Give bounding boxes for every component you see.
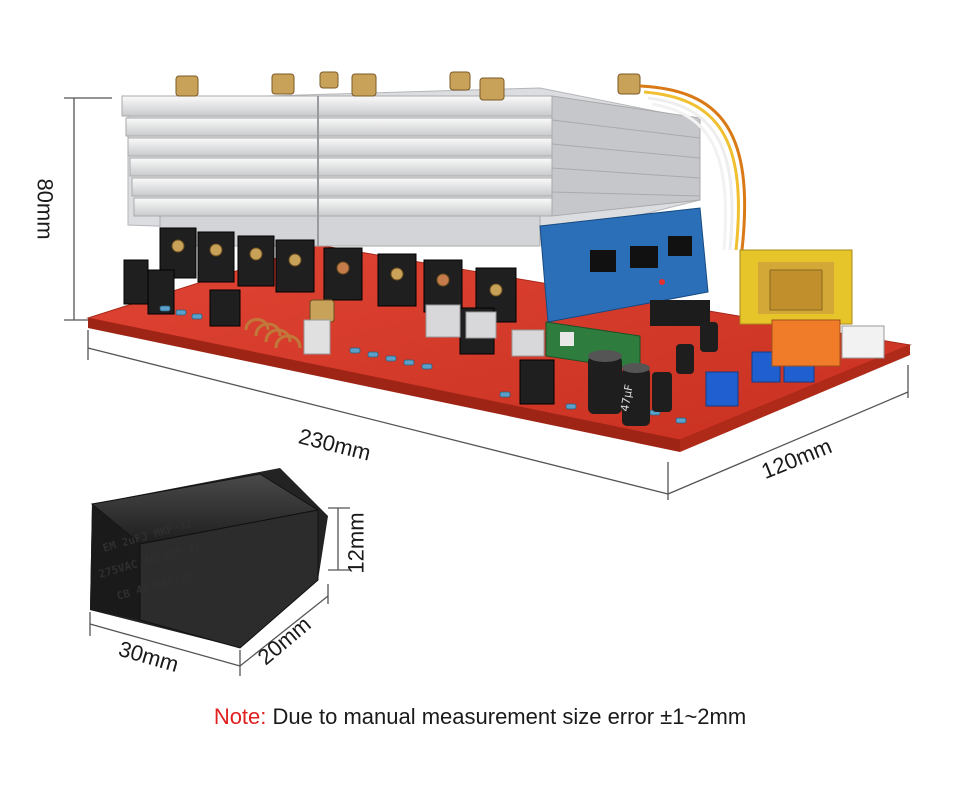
height-label: 80mm: [32, 178, 58, 240]
center-bolt: [303, 299, 335, 355]
terminal-connector: [841, 325, 885, 359]
width-dimension-line: [667, 365, 909, 495]
pcb-board: [86, 244, 912, 452]
cap-height-label: 12mm: [343, 512, 369, 574]
electrolytic-capacitors: 47μF: [588, 322, 718, 426]
cap-width-dimension-line: [239, 584, 329, 667]
mosfet-row: [123, 227, 555, 405]
cap-length-dimension-line: [89, 612, 241, 676]
driver-board: [539, 207, 710, 326]
relay: [771, 319, 841, 367]
copper-coil: [244, 318, 302, 349]
resistor-array: [159, 305, 687, 424]
wire-bundle: [639, 84, 747, 251]
heat-sink: [121, 87, 701, 247]
note-prefix: Note:: [213, 704, 267, 729]
height-dimension-line: [64, 97, 112, 321]
note-text: Due to manual measurement size error ±1~…: [266, 704, 747, 729]
cap-height-dimension-line: [328, 507, 350, 571]
heatsink-bolts: [175, 71, 641, 101]
film-capacitor: EM 2uFJ MKP-X2 275VAC 40/105/21 CB 40/08…: [90, 468, 328, 649]
measurement-note: Note: Due to manual measurement size err…: [0, 704, 960, 730]
cap-value-label: 47μF: [618, 383, 636, 412]
transformer: [739, 249, 853, 325]
